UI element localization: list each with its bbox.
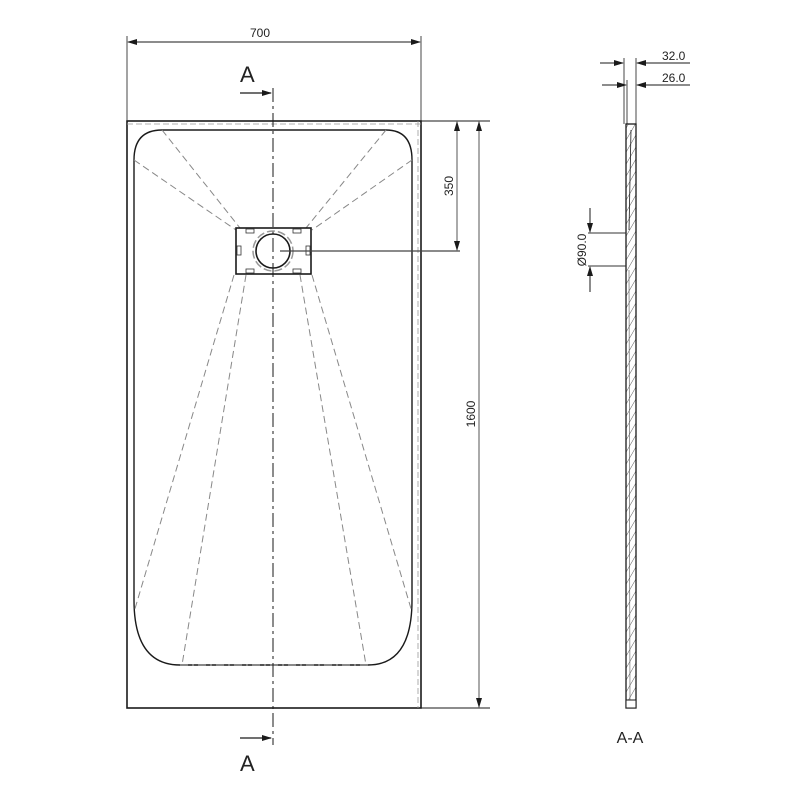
slope-lines-upper	[133, 129, 413, 231]
section-marker-bottom: A	[240, 735, 272, 776]
slope-lines-lower	[133, 274, 413, 666]
drain-offset-dimension: 350	[280, 120, 490, 252]
drain-diameter-dimension: Ø90.0	[575, 208, 626, 292]
svg-text:A: A	[240, 751, 255, 776]
svg-text:1600: 1600	[464, 400, 478, 427]
svg-text:700: 700	[250, 26, 270, 40]
svg-text:A: A	[240, 62, 255, 87]
tray-outline	[126, 120, 422, 709]
width-dimension: 700	[126, 26, 422, 121]
svg-text:350: 350	[442, 176, 456, 196]
total-thickness-dimension: 32.0	[600, 49, 690, 66]
svg-text:32.0: 32.0	[662, 49, 686, 63]
tray-profile	[625, 123, 637, 709]
svg-text:26.0: 26.0	[662, 71, 686, 85]
section-marker-top: A	[240, 62, 272, 96]
length-dimension: 1600	[421, 121, 490, 709]
plan-view: A A 700 350 1600	[126, 26, 490, 776]
section-title: A-A	[617, 730, 644, 747]
section-view: 32.0 26.0 Ø90.0 A-A	[575, 49, 690, 747]
svg-text:Ø90.0: Ø90.0	[575, 233, 589, 266]
edge-thickness-dimension: 26.0	[602, 71, 690, 88]
